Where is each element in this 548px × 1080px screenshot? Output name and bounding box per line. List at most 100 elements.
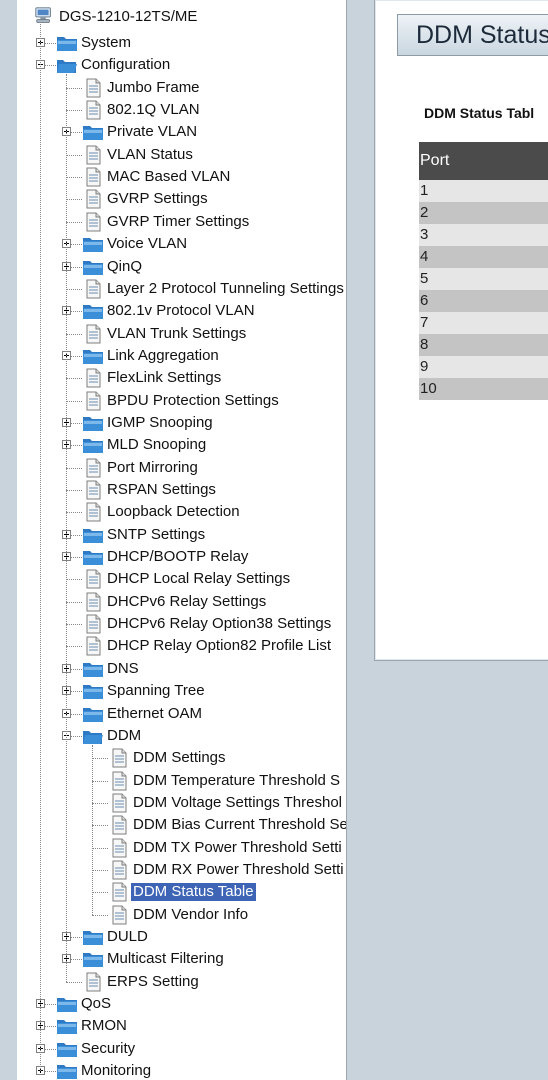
page-icon bbox=[82, 592, 104, 612]
tree-connector bbox=[92, 892, 108, 894]
tree-connector bbox=[66, 959, 82, 961]
page-icon bbox=[108, 860, 130, 880]
folder-icon bbox=[56, 1016, 78, 1036]
tree-item-qos[interactable]: QoS bbox=[17, 993, 346, 1015]
tree-item-bpdu-protection-settings[interactable]: BPDU Protection Settings bbox=[17, 390, 346, 412]
tree-item-security[interactable]: Security bbox=[17, 1038, 346, 1060]
tree-connector bbox=[92, 825, 108, 827]
folder-icon bbox=[82, 704, 104, 724]
page-icon bbox=[108, 905, 130, 925]
tree-item-monitoring[interactable]: Monitoring bbox=[17, 1060, 346, 1080]
tree-connector bbox=[66, 713, 82, 715]
tree-item-ddm-bias-current-threshold-se[interactable]: DDM Bias Current Threshold Se bbox=[17, 814, 346, 836]
tree-connector bbox=[66, 445, 82, 447]
tree-item-dhcpv6-relay-settings[interactable]: DHCPv6 Relay Settings bbox=[17, 591, 346, 613]
tree-connector bbox=[66, 691, 82, 693]
tree-root[interactable]: DGS-1210-12TS/ME bbox=[17, 5, 346, 27]
tree-item-label: DDM bbox=[107, 726, 142, 744]
tree-connector bbox=[92, 914, 108, 916]
tree-item-label: Jumbo Frame bbox=[107, 78, 200, 96]
folder-open-icon bbox=[56, 55, 78, 75]
tree-item-mac-based-vlan[interactable]: MAC Based VLAN bbox=[17, 166, 346, 188]
tree-item-flexlink-settings[interactable]: FlexLink Settings bbox=[17, 367, 346, 389]
tree-item-jumbo-frame[interactable]: Jumbo Frame bbox=[17, 77, 346, 99]
folder-icon bbox=[82, 346, 104, 366]
tree-item-ddm-vendor-info[interactable]: DDM Vendor Info bbox=[17, 904, 346, 926]
tree-item-igmp-snooping[interactable]: IGMP Snooping bbox=[17, 412, 346, 434]
tree-item-rmon[interactable]: RMON bbox=[17, 1015, 346, 1037]
table-row: 6 bbox=[419, 290, 548, 312]
page-icon bbox=[82, 145, 104, 165]
tree-connector bbox=[66, 266, 82, 268]
page-icon bbox=[108, 882, 130, 902]
tree-item-label: VLAN Trunk Settings bbox=[107, 324, 247, 342]
section-label: DDM Status Tabl bbox=[424, 105, 535, 121]
tree-item-gvrp-settings[interactable]: GVRP Settings bbox=[17, 188, 346, 210]
tree-item-duld[interactable]: DULD bbox=[17, 926, 346, 948]
tree-guide-line bbox=[92, 744, 93, 915]
tree-connector bbox=[66, 154, 82, 156]
tree-item-label: Configuration bbox=[81, 56, 171, 74]
tree-item-configuration[interactable]: Configuration bbox=[17, 54, 346, 76]
page-icon bbox=[82, 972, 104, 992]
tree-item-label: Layer 2 Protocol Tunneling Settings bbox=[107, 279, 344, 297]
port-cell: 6 bbox=[419, 290, 548, 312]
folder-icon bbox=[56, 994, 78, 1014]
tree-item-label: DDM Voltage Settings Threshol bbox=[133, 793, 342, 811]
tree-item-label: System bbox=[81, 34, 132, 51]
tree-item-label: DULD bbox=[107, 928, 148, 945]
folder-icon bbox=[56, 1039, 78, 1059]
tree-item-dhcp-local-relay-settings[interactable]: DHCP Local Relay Settings bbox=[17, 568, 346, 590]
tree-item-label: DDM Temperature Threshold S bbox=[133, 771, 341, 789]
folder-icon bbox=[82, 525, 104, 545]
tree-item-ethernet-oam[interactable]: Ethernet OAM bbox=[17, 703, 346, 725]
tree-item-802-1q-vlan[interactable]: 802.1Q VLAN bbox=[17, 99, 346, 121]
tree-connector bbox=[66, 311, 82, 313]
tree-item-ddm[interactable]: DDM bbox=[17, 725, 346, 747]
tree-item-label: DHCP/BOOTP Relay bbox=[107, 548, 249, 566]
tree-item-label: RMON bbox=[81, 1017, 127, 1035]
page-icon bbox=[82, 78, 104, 98]
page-title-bar: DDM Status bbox=[397, 14, 548, 56]
page-icon bbox=[108, 838, 130, 858]
tree-item-loopback-detection[interactable]: Loopback Detection bbox=[17, 501, 346, 523]
tree-item-label: DHCPv6 Relay Settings bbox=[107, 592, 267, 610]
tree-item-label: DDM Bias Current Threshold Se bbox=[133, 816, 347, 834]
tree-item-label: Spanning Tree bbox=[107, 682, 205, 700]
tree-item-layer-2-protocol-tunneling-settings[interactable]: Layer 2 Protocol Tunneling Settings bbox=[17, 278, 346, 300]
folder-icon bbox=[82, 301, 104, 321]
tree-item-ddm-tx-power-threshold-setti[interactable]: DDM TX Power Threshold Setti bbox=[17, 837, 346, 859]
tree-item-port-mirroring[interactable]: Port Mirroring bbox=[17, 457, 346, 479]
tree-item-label: QinQ bbox=[107, 257, 143, 275]
tree-connector bbox=[66, 400, 82, 402]
tree-connector bbox=[66, 110, 82, 112]
tree-item-ddm-voltage-settings-threshol[interactable]: DDM Voltage Settings Threshol bbox=[17, 792, 346, 814]
tree-item-label: DDM Vendor Info bbox=[133, 905, 249, 923]
tree-item-ddm-temperature-threshold-s[interactable]: DDM Temperature Threshold S bbox=[17, 770, 346, 792]
tree-connector bbox=[92, 802, 108, 804]
folder-icon bbox=[82, 659, 104, 679]
tree-guide-line bbox=[66, 74, 67, 982]
tree-connector bbox=[66, 288, 82, 290]
tree-item-ddm-settings[interactable]: DDM Settings bbox=[17, 747, 346, 769]
tree-item-ddm-status-table[interactable]: DDM Status Table bbox=[17, 881, 346, 903]
tree-item-label: MAC Based VLAN bbox=[107, 168, 231, 186]
tree-item-system[interactable]: System bbox=[17, 32, 346, 54]
tree-item-vlan-status[interactable]: VLAN Status bbox=[17, 144, 346, 166]
tree-item-dhcp-relay-option82-profile-list[interactable]: DHCP Relay Option82 Profile List bbox=[17, 635, 346, 657]
table-row: 9 bbox=[419, 356, 548, 378]
tree-item-gvrp-timer-settings[interactable]: GVRP Timer Settings bbox=[17, 211, 346, 233]
tree-item-erps-setting[interactable]: ERPS Setting bbox=[17, 971, 346, 993]
tree-item-rspan-settings[interactable]: RSPAN Settings bbox=[17, 479, 346, 501]
tree-item-label: Loopback Detection bbox=[107, 503, 240, 521]
tree-connector bbox=[92, 758, 108, 760]
tree-connector bbox=[66, 333, 82, 335]
switch-device-icon bbox=[35, 7, 51, 23]
tree-item-vlan-trunk-settings[interactable]: VLAN Trunk Settings bbox=[17, 323, 346, 345]
tree-item-ddm-rx-power-threshold-setti[interactable]: DDM RX Power Threshold Setti bbox=[17, 859, 346, 881]
page-icon bbox=[108, 815, 130, 835]
port-cell: 4 bbox=[419, 246, 548, 268]
port-cell: 7 bbox=[419, 312, 548, 334]
tree-item-dhcpv6-relay-option38-settings[interactable]: DHCPv6 Relay Option38 Settings bbox=[17, 613, 346, 635]
